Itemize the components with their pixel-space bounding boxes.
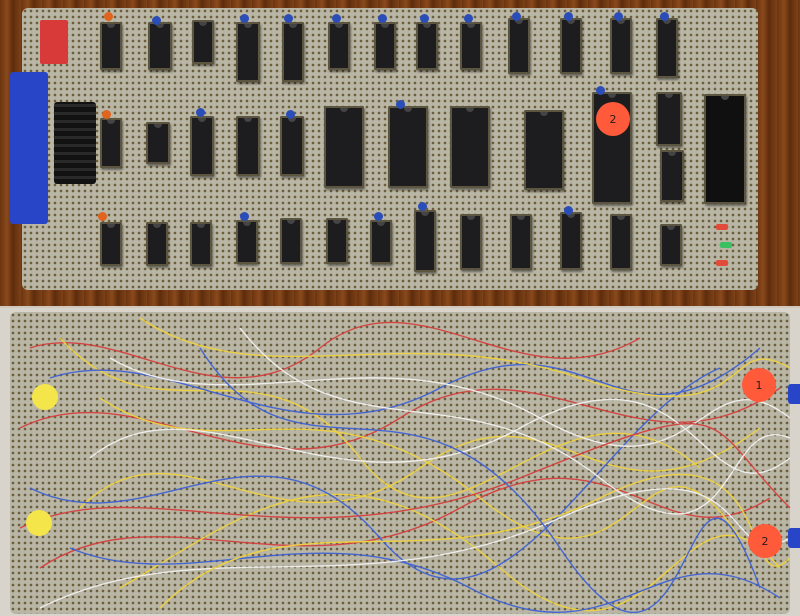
wire-tangle — [19, 317, 791, 614]
ic-chip — [656, 18, 678, 78]
capacitor — [152, 16, 161, 25]
capacitor — [286, 110, 295, 119]
ic-chip — [610, 18, 632, 74]
number-sticker: 2 — [596, 102, 630, 136]
ic-chip-large — [388, 106, 428, 188]
ic-chip — [192, 20, 214, 64]
ic-chip — [236, 116, 260, 176]
connector-tab — [788, 384, 800, 404]
dip-switch — [40, 20, 68, 64]
ic-chip — [560, 212, 582, 270]
ic-chip — [414, 210, 436, 272]
ic-chip — [610, 214, 632, 270]
ic-chip — [146, 122, 170, 164]
capacitor — [102, 110, 111, 119]
ic-chip-large — [324, 106, 364, 188]
capacitor — [614, 12, 623, 21]
capacitor — [196, 108, 205, 117]
capacitor — [420, 14, 429, 23]
ic-chip — [370, 220, 392, 264]
ic-chip — [148, 22, 172, 70]
capacitor — [378, 14, 387, 23]
capacitor — [104, 12, 113, 21]
ic-chip — [510, 214, 532, 270]
number-sticker: 1 — [742, 368, 776, 402]
capacitor — [98, 212, 107, 221]
ic-chip — [100, 222, 122, 266]
capacitor — [418, 202, 427, 211]
ic-chip — [326, 218, 348, 264]
capacitor — [374, 212, 383, 221]
capacitor — [284, 14, 293, 23]
capacitor — [564, 206, 573, 215]
capacitor — [464, 14, 473, 23]
led-green — [720, 242, 732, 248]
ribbon-connector — [10, 72, 48, 224]
ic-chip — [560, 18, 582, 74]
sticker-label: 2 — [761, 534, 769, 548]
ic-chip — [280, 218, 302, 264]
capacitor — [240, 14, 249, 23]
yellow-dot — [26, 510, 52, 536]
led-red — [716, 260, 728, 266]
ic-chip — [660, 150, 684, 202]
top-view-panel: 2 — [0, 0, 800, 306]
ic-chip — [660, 224, 682, 266]
ic-chip — [100, 118, 122, 168]
ic-socket — [704, 94, 746, 204]
capacitor — [660, 12, 669, 21]
ic-chip — [374, 22, 396, 70]
ic-chip — [460, 22, 482, 70]
bottom-view-panel: 1 2 — [0, 308, 800, 616]
ic-chip — [280, 116, 304, 176]
capacitor — [564, 12, 573, 21]
ic-chip — [100, 22, 122, 70]
ic-chip — [146, 222, 168, 266]
ic-chip — [460, 214, 482, 270]
ic-chip — [190, 222, 212, 266]
capacitor — [596, 86, 605, 95]
heatsink — [54, 102, 96, 184]
ic-chip-large — [524, 110, 564, 190]
capacitor — [512, 12, 521, 21]
number-sticker: 2 — [748, 524, 782, 558]
capacitor — [332, 14, 341, 23]
ic-chip — [236, 220, 258, 264]
ic-chip — [282, 22, 304, 82]
capacitor — [396, 100, 405, 109]
ic-chip — [190, 116, 214, 176]
sticker-label: 2 — [609, 112, 617, 126]
ic-chip — [328, 22, 350, 70]
ic-chip — [236, 22, 260, 82]
led-red — [716, 224, 728, 230]
connector-tab — [788, 528, 800, 548]
yellow-dot — [32, 384, 58, 410]
sticker-label: 1 — [755, 378, 763, 392]
capacitor — [240, 212, 249, 221]
ic-chip — [508, 18, 530, 74]
ic-chip — [656, 92, 682, 146]
ic-chip — [416, 22, 438, 70]
ic-chip-large — [450, 106, 490, 188]
